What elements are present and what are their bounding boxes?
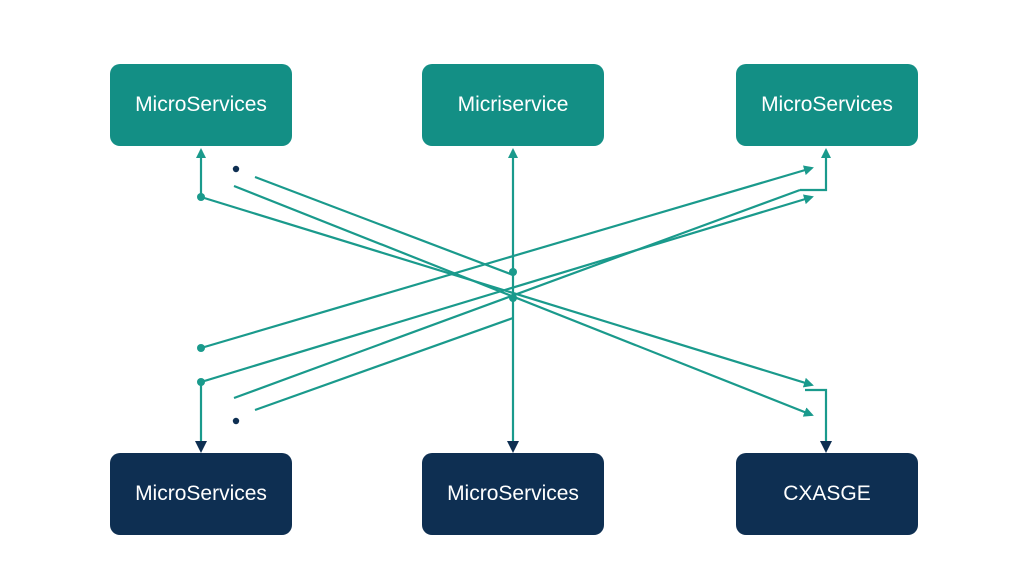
junction-dot [197,378,205,386]
edge-diag-bl-tr-4 [254,316,514,412]
node-bottom-right[interactable]: CXASGE [736,453,918,535]
node-top-center-label: Micriservice [457,93,569,116]
node-bottom-right-label: CXASGE [783,482,871,505]
node-top-center[interactable]: Micriservice [422,64,604,146]
endpoint-dot [232,165,240,173]
edge-diag-bl-tr-2 [200,194,814,384]
edge-diag-tl-br-3 [254,175,514,277]
node-bottom-center[interactable]: MicroServices [422,453,604,535]
node-bottom-left-label: MicroServices [135,482,267,505]
junction-dot [197,193,205,201]
node-bottom-center-label: MicroServices [447,482,579,505]
endpoint-dot [232,417,240,425]
junction-dot [509,294,517,302]
junction-dot [197,344,205,352]
edge-br-elbow [805,388,832,453]
edge-diag-bl-tr-1 [200,165,814,350]
node-top-left-label: MicroServices [135,93,267,116]
edge-diag-bl-tr-3 [233,188,801,400]
edge-diag-tl-br-1 [200,195,814,388]
node-bottom-left[interactable]: MicroServices [110,453,292,535]
node-top-right-label: MicroServices [761,93,893,116]
edge-diag-tl-br-2 [233,184,814,417]
node-top-right[interactable]: MicroServices [736,64,918,146]
node-top-left[interactable]: MicroServices [110,64,292,146]
junction-dot [509,268,517,276]
edge-tr-elbow [800,148,831,192]
